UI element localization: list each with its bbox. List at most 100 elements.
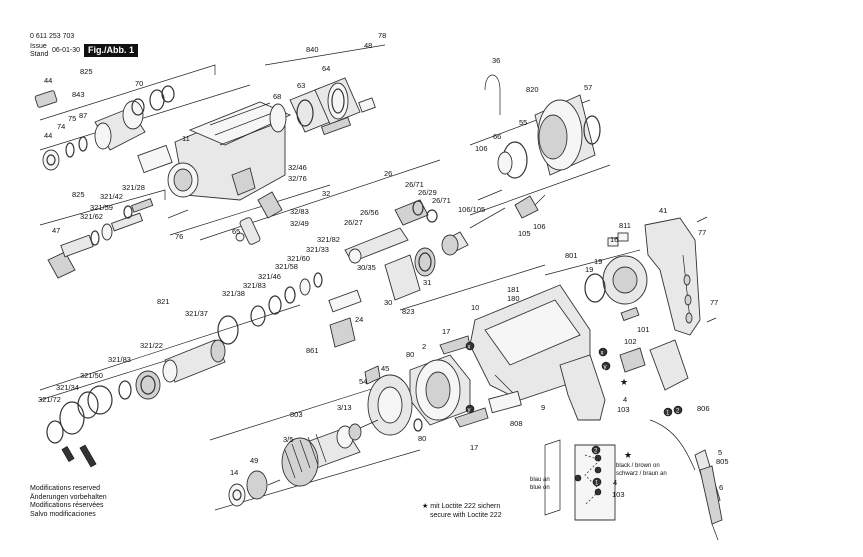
callout: 77 bbox=[698, 228, 706, 237]
armature bbox=[228, 419, 379, 507]
brush-holder bbox=[584, 232, 648, 322]
rear-handle bbox=[644, 216, 717, 336]
callout: 87 bbox=[79, 111, 87, 120]
stand-label: Stand bbox=[30, 51, 49, 58]
callout: 26 bbox=[384, 169, 392, 178]
selector-parts bbox=[167, 191, 283, 245]
callout: 106 bbox=[533, 222, 546, 231]
callout: 821 bbox=[157, 297, 170, 306]
callout: 321/50 bbox=[80, 371, 103, 380]
callout: 321/83 bbox=[108, 355, 131, 364]
callout: 31 bbox=[423, 278, 431, 287]
callout: 63 bbox=[297, 81, 305, 90]
modifications-line: Änderungen vorbehalten bbox=[30, 493, 107, 501]
callout: 75 bbox=[68, 114, 76, 123]
callout: 19 bbox=[585, 265, 593, 274]
callout: 57 bbox=[584, 83, 592, 92]
motor-housing-top bbox=[477, 74, 601, 219]
callout: 16 bbox=[610, 235, 618, 244]
callout: 30/35 bbox=[357, 263, 376, 272]
star-icon: ★ bbox=[620, 377, 628, 387]
callout: 26/27 bbox=[344, 218, 363, 227]
wiring-terminal-1: 1 bbox=[595, 481, 599, 487]
callout: 44 bbox=[44, 76, 52, 85]
callout: 321/46 bbox=[258, 272, 281, 281]
marker-y: y bbox=[468, 408, 471, 414]
loctite-note: ★ mit Loctite 222 sichern bbox=[422, 503, 500, 511]
callout: 48 bbox=[364, 41, 372, 50]
callout: 3/13 bbox=[337, 403, 352, 412]
callout: 805 bbox=[716, 457, 729, 466]
callout: 808 bbox=[510, 419, 523, 428]
callout: 70 bbox=[135, 79, 143, 88]
callout: 19 bbox=[594, 257, 602, 266]
marker-y: y bbox=[604, 365, 607, 371]
intermediate-shaft bbox=[344, 199, 506, 264]
callout: 106/105 bbox=[458, 205, 485, 214]
callout: 106 bbox=[475, 144, 488, 153]
callout: 26/56 bbox=[360, 208, 379, 217]
callout: 321/33 bbox=[306, 245, 329, 254]
callout: 103 bbox=[612, 490, 625, 499]
callout: 101 bbox=[637, 325, 650, 334]
callout: 49 bbox=[250, 456, 258, 465]
callout: 5 bbox=[718, 448, 722, 457]
marker-x: x bbox=[468, 345, 471, 351]
callout: 321/83 bbox=[243, 281, 266, 290]
callout: 76 bbox=[175, 232, 183, 241]
label-plate bbox=[137, 144, 173, 174]
callout: 68 bbox=[273, 92, 281, 101]
switch bbox=[649, 339, 689, 391]
issue-date: 06-01-30 bbox=[52, 47, 81, 54]
callout: 840 bbox=[306, 45, 319, 54]
callout: 26/71 bbox=[405, 180, 424, 189]
callout: 32/46 bbox=[288, 163, 307, 172]
callout: 181 bbox=[507, 285, 520, 294]
callout: 6 bbox=[719, 483, 723, 492]
modifications-line: Modifications reserved bbox=[30, 485, 101, 492]
callout: 74 bbox=[57, 122, 65, 131]
modifications-note: Modifications reserved Änderungen vorbeh… bbox=[30, 485, 107, 519]
callout: 65 bbox=[232, 227, 240, 236]
star-icon: ★ bbox=[422, 503, 429, 510]
wiring-label-schwarz-braun: schwarz / braun an bbox=[616, 471, 667, 477]
callout: 180 bbox=[507, 294, 520, 303]
wiring-terminal-2: 2 bbox=[594, 449, 598, 455]
callout: 102 bbox=[624, 337, 637, 346]
main-housing bbox=[469, 284, 606, 421]
callout: 32/83 bbox=[290, 207, 309, 216]
terminal-1: 1 bbox=[666, 411, 670, 417]
callout: 10 bbox=[471, 303, 479, 312]
callout: 811 bbox=[619, 221, 631, 230]
callout: 825 bbox=[72, 190, 85, 199]
star-icon: ★ bbox=[624, 450, 632, 460]
callout: 17 bbox=[470, 443, 478, 452]
callout: 4 bbox=[623, 395, 627, 404]
callout: 801 bbox=[565, 251, 578, 260]
callout: 64 bbox=[322, 64, 330, 73]
callout: 321/72 bbox=[38, 395, 61, 404]
callout: 11 bbox=[182, 134, 190, 143]
doc-number: 0 611 253 703 bbox=[30, 33, 75, 40]
callout: 30 bbox=[384, 298, 392, 307]
callout: 80 bbox=[418, 434, 426, 443]
callout: 321/59 bbox=[90, 203, 113, 212]
wiring-label-black-brown: black / brown on bbox=[616, 463, 660, 469]
piston-assembly bbox=[46, 272, 323, 468]
callout: 321/42 bbox=[100, 192, 123, 201]
issue-label: Issue bbox=[30, 43, 47, 50]
callout: 321/34 bbox=[56, 383, 79, 392]
callout: 55 bbox=[519, 118, 527, 127]
callout: 32/76 bbox=[288, 174, 307, 183]
callout: 54 bbox=[359, 377, 367, 386]
callout: 105 bbox=[518, 229, 531, 238]
callout: 321/58 bbox=[275, 262, 298, 271]
callout: 47 bbox=[52, 226, 60, 235]
markers: x y x y ★ ★ 1 2 2 1 bbox=[465, 341, 683, 487]
fan-baffle bbox=[364, 365, 423, 436]
figure-label: Fig./Abb. 1 bbox=[84, 44, 138, 57]
crank-gear bbox=[328, 247, 436, 348]
callout: 103 bbox=[617, 405, 630, 414]
callout: 17 bbox=[442, 327, 450, 336]
